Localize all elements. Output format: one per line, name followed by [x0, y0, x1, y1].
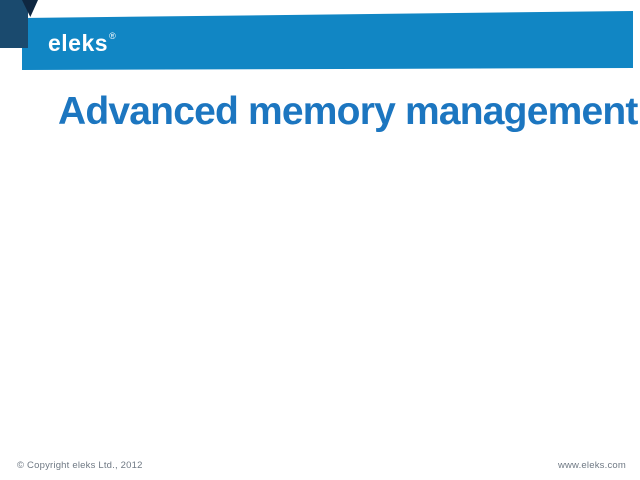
header-bar: [22, 11, 633, 70]
slide-footer: © Copyright eleks Ltd., 2012 www.eleks.c…: [17, 460, 626, 471]
corner-accent-square: [0, 0, 28, 48]
eleks-logo: eleks®: [48, 32, 116, 55]
website-text: www.eleks.com: [557, 460, 626, 471]
registered-trademark-icon: ®: [109, 31, 117, 42]
slide-title: Advanced memory management: [58, 90, 638, 133]
eleks-logo-text: eleks: [48, 30, 109, 56]
copyright-text: © Copyright eleks Ltd., 2012: [17, 460, 143, 471]
